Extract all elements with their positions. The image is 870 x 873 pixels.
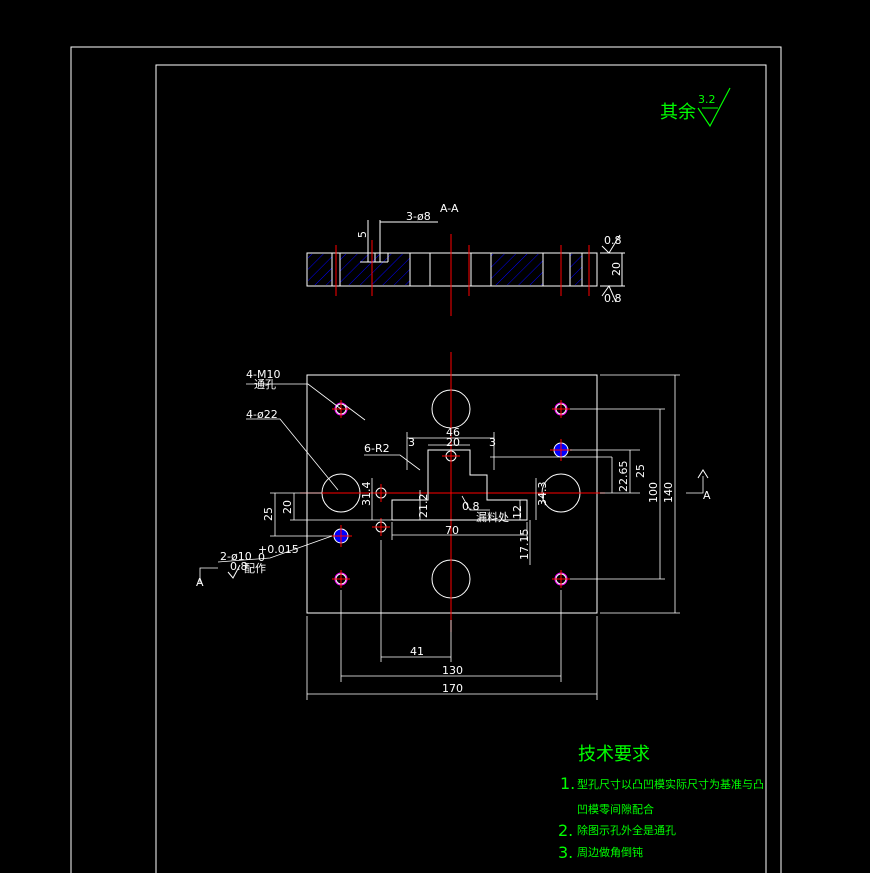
note-2-text: 除图示孔外全是通孔 xyxy=(577,823,676,837)
die-cavity xyxy=(391,449,528,521)
cut-label-left: A xyxy=(196,576,204,589)
dim-25-right: 25 xyxy=(634,464,647,478)
dim-41: 41 xyxy=(410,645,424,658)
fillet-callout: 6-R2 xyxy=(364,442,390,455)
cut-label-right: A xyxy=(703,489,711,502)
section-view: A-A xyxy=(306,202,625,316)
dim-12: 12 xyxy=(511,505,524,519)
note-2-num: 2. xyxy=(558,821,573,840)
tap-callout: 4-M10 xyxy=(246,368,280,381)
plan-plate xyxy=(306,374,598,614)
dim-100: 100 xyxy=(647,482,660,503)
dowel-tolerance-low: 0 xyxy=(258,551,265,564)
dim-3-a: 3 xyxy=(408,436,415,449)
dim-21-2: 21.2 xyxy=(417,494,430,519)
dim-22-65: 22.65 xyxy=(617,461,630,493)
note-1b-text: 凹模零间隙配合 xyxy=(577,802,654,816)
technical-notes: 技术要求 1. 型孔尺寸以凸凹模实际尺寸为基准与凸 凹模零间隙配合 2. 除图示… xyxy=(558,744,764,862)
dim-34-3: 34.3 xyxy=(536,482,549,507)
dim-46: 46 xyxy=(446,426,460,439)
dim-20-top: 20 xyxy=(446,436,460,449)
section-depth-dim: 5 xyxy=(356,231,369,238)
section-hole-callout: 3-ø8 xyxy=(406,210,431,223)
tap-note: 通孔 xyxy=(254,378,276,391)
roughness-value: 3.2 xyxy=(698,93,716,106)
dim-70: 70 xyxy=(445,524,459,537)
cavity-roughness: 0.8 xyxy=(462,500,480,513)
section-roughness-bottom: 0.8 xyxy=(604,292,622,305)
bore-callout: 4-ø22 xyxy=(246,408,278,421)
cavity-note: 漏料处 xyxy=(476,510,509,524)
section-thickness-dim: 20 xyxy=(610,262,623,276)
dim-140: 140 xyxy=(662,482,675,503)
dim-3-b: 3 xyxy=(489,436,496,449)
dowel-callout: 2-ø10 xyxy=(220,550,252,563)
notes-title: 技术要求 xyxy=(578,744,650,765)
dim-20-left: 20 xyxy=(281,500,294,514)
dim-130: 130 xyxy=(442,664,463,677)
outer-frame xyxy=(70,46,782,873)
dim-25-left: 25 xyxy=(262,507,275,521)
plan-view: 46 20 3 3 22.65 25 100 140 31.4 21.2 34.… xyxy=(196,352,711,700)
dim-17-15: 17.15 xyxy=(518,529,531,561)
note-1-num: 1. xyxy=(560,774,575,793)
roughness-general: 其余 3.2 xyxy=(660,87,731,128)
note-3-text: 周边做角倒钝 xyxy=(577,845,643,859)
inner-frame xyxy=(155,64,767,873)
roughness-label: 其余 xyxy=(660,102,696,123)
dim-31-4: 31.4 xyxy=(360,482,373,507)
dim-170: 170 xyxy=(442,682,463,695)
note-1-text: 型孔尺寸以凸凹模实际尺寸为基准与凸 xyxy=(577,777,764,791)
section-roughness-top: 0.8 xyxy=(604,234,622,247)
dowel-tolerance: +0.015 xyxy=(258,543,299,556)
section-title: A-A xyxy=(440,202,459,215)
dowel-note: 配作 xyxy=(244,562,266,575)
note-3-num: 3. xyxy=(558,843,573,862)
